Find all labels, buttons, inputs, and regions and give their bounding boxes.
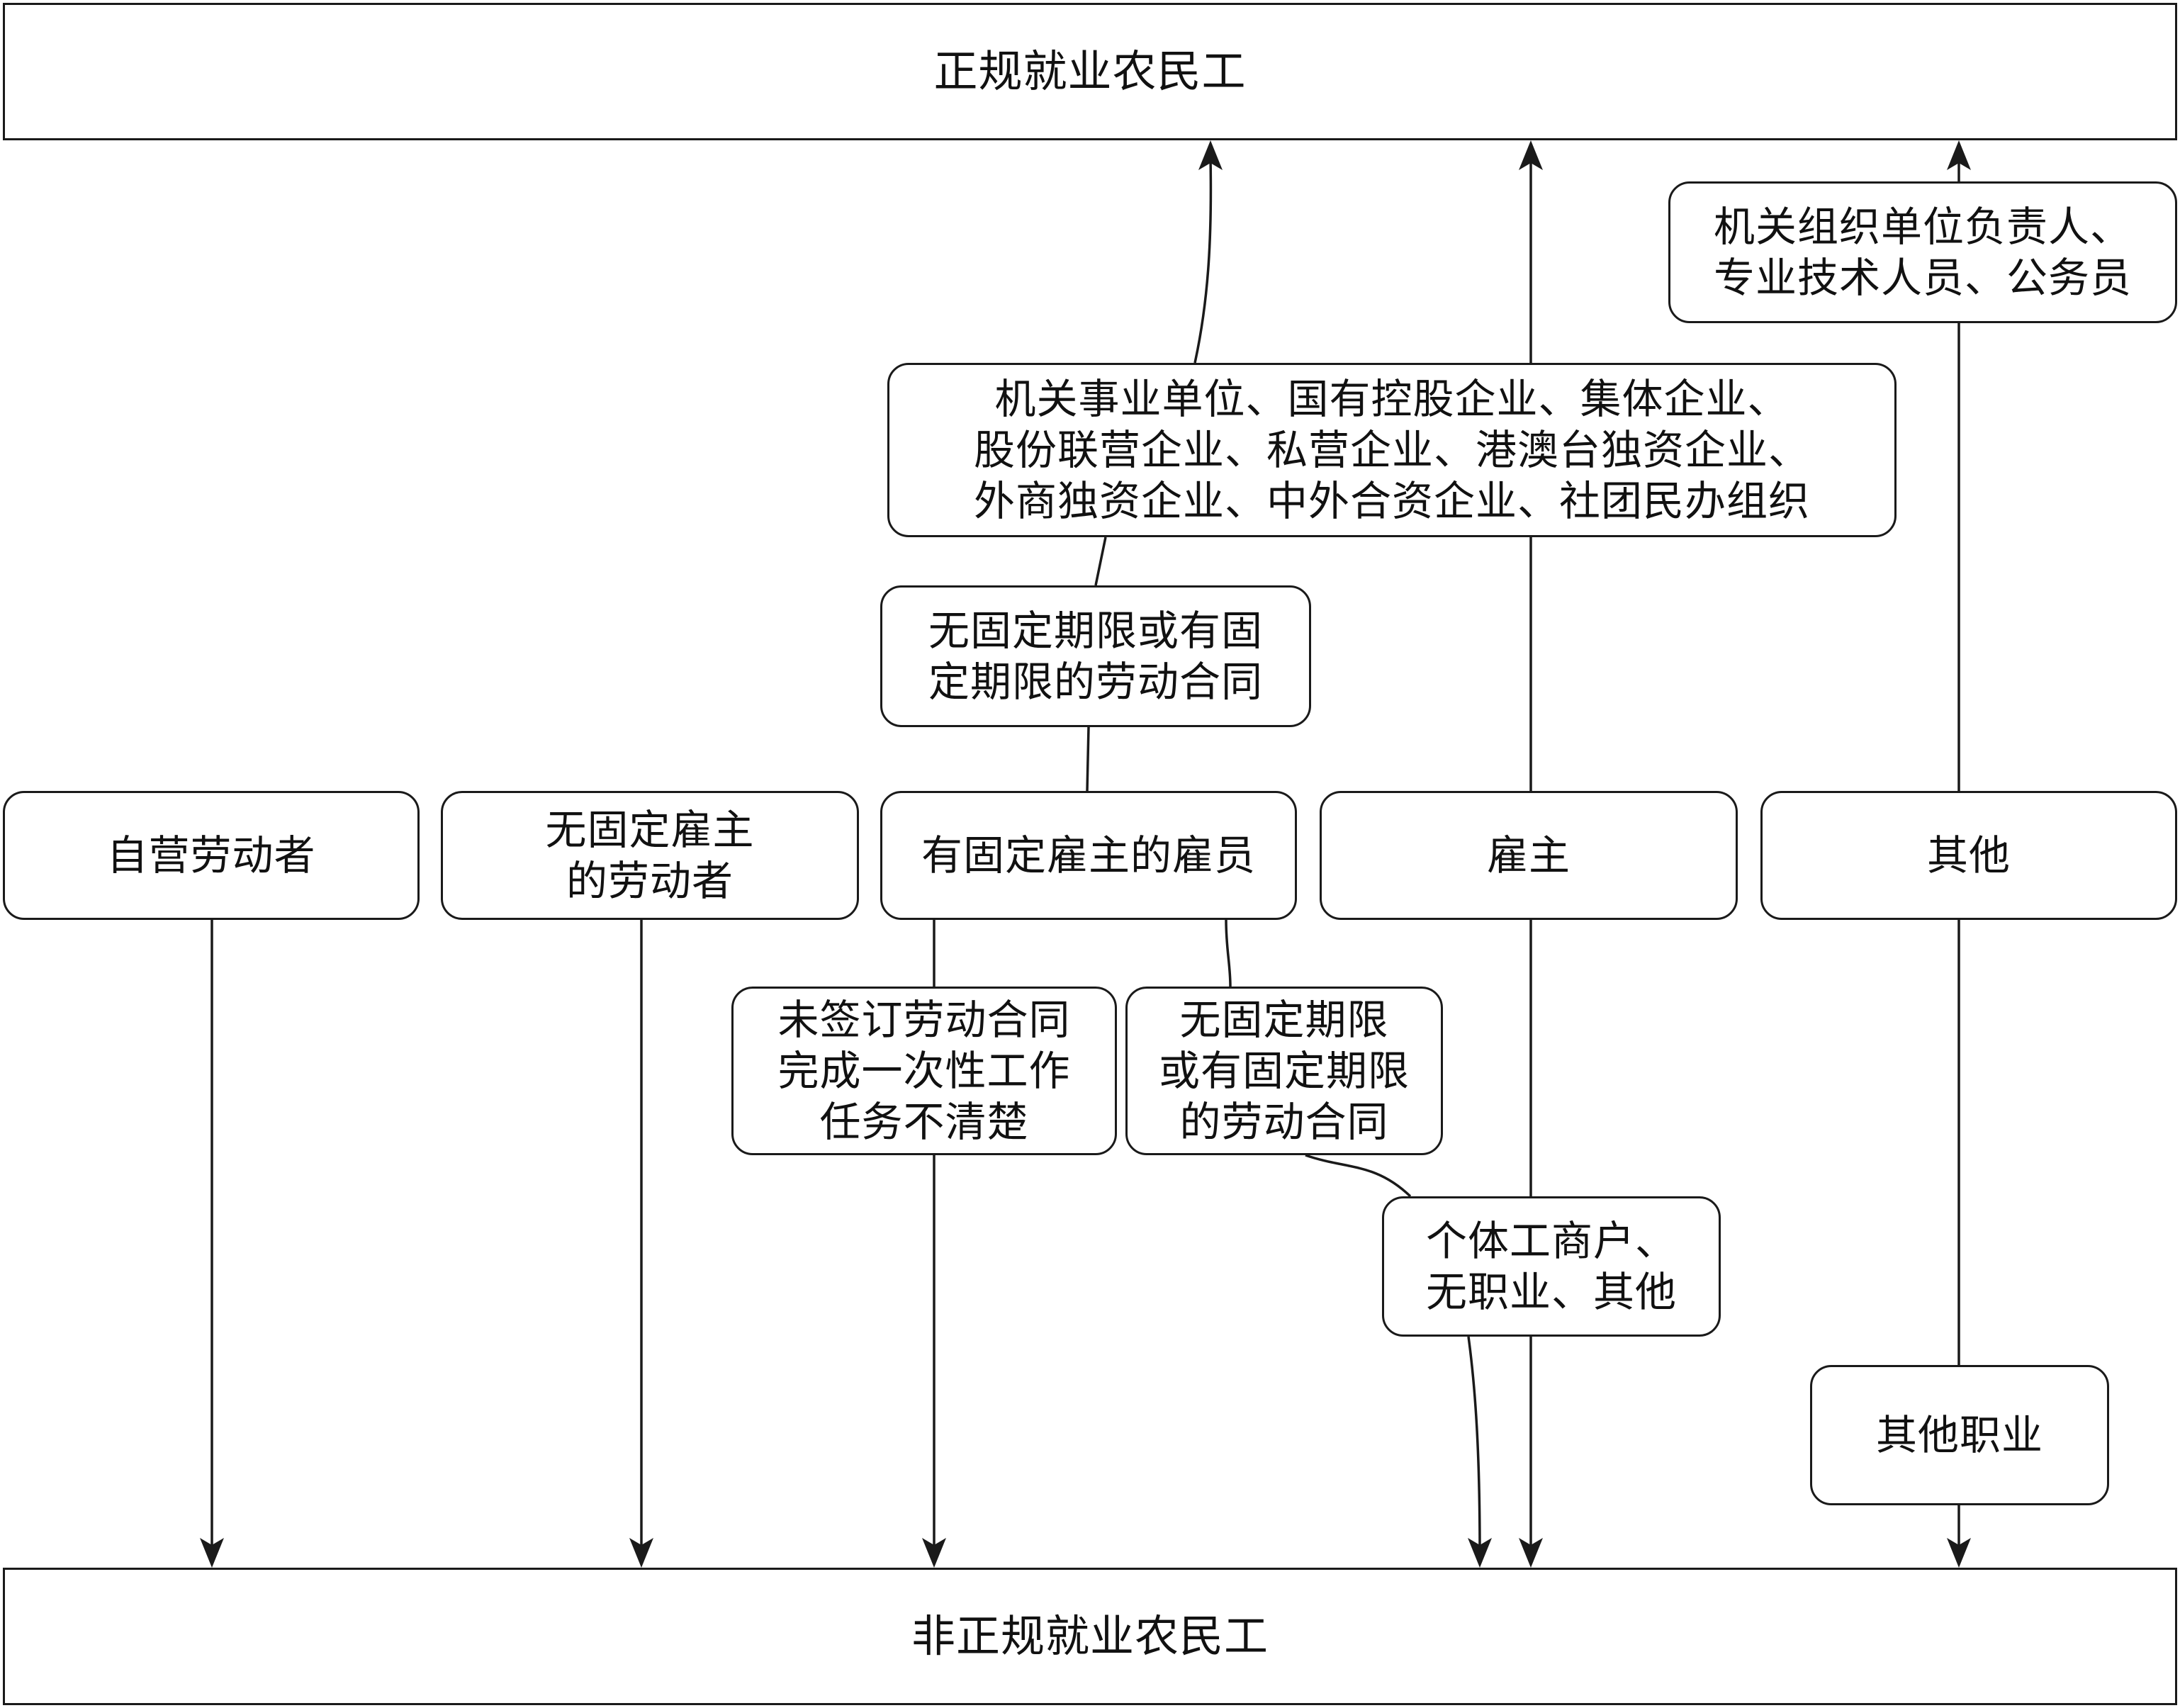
arrowhead-down-2 [629, 1538, 653, 1568]
condition-units: 机关事业单位、国有控股企业、集体企业、 股份联营企业、私营企业、港澳台独资企业、… [887, 363, 1897, 537]
condition-officials: 机关组织单位负责人、 专业技术人员、公务员 [1668, 181, 2177, 323]
condition-contract-upper-line-1: 无固定期限或有固 [928, 607, 1263, 655]
condition-contract-upper-line-2: 定期限的劳动合同 [928, 658, 1263, 706]
arrowhead-up-1 [1198, 140, 1223, 170]
condition-contract-upper: 无固定期限或有固 定期限的劳动合同 [880, 585, 1311, 727]
condition-units-line-1: 机关事业单位、国有控股企业、集体企业、 [994, 375, 1789, 423]
curve-contract-to-business [1305, 1154, 1412, 1198]
arrowhead-down-1 [200, 1538, 224, 1568]
condition-self-business-line-2: 无职业、其他 [1425, 1268, 1677, 1316]
category-fixed-employer-employee-label: 有固定雇主的雇员 [921, 831, 1256, 880]
condition-no-contract-line-3: 任务不清楚 [819, 1098, 1029, 1146]
condition-contract-lower-line-2: 或有固定期限 [1158, 1047, 1410, 1095]
condition-contract-lower-line-1: 无固定期限 [1179, 996, 1389, 1044]
category-employer-label: 雇主 [1486, 831, 1571, 880]
informal-employment-label: 非正规就业农民工 [911, 1610, 1269, 1662]
line-contract-to-units [1094, 536, 1107, 586]
condition-units-line-3: 外商独资企业、中外合资企业、社团民办组织 [973, 477, 1810, 525]
condition-officials-line-2: 专业技术人员、公务员 [1713, 254, 2132, 302]
arrowhead-down-5 [1519, 1538, 1543, 1568]
line-employee-to-contract-lower [1225, 919, 1232, 987]
category-self-employed-label: 自营劳动者 [106, 831, 316, 880]
arrow-business-down [1467, 1336, 1481, 1553]
category-no-fixed-employer-line-2: 的劳动者 [566, 857, 734, 905]
condition-other-occupation-label: 其他职业 [1875, 1411, 2043, 1459]
category-other-label: 其他 [1926, 831, 2011, 880]
condition-other-occupation: 其他职业 [1810, 1365, 2109, 1505]
arrowhead-up-3 [1947, 140, 1971, 170]
formal-employment-label: 正规就业农民工 [933, 45, 1247, 97]
condition-no-contract-line-1: 未签订劳动合同 [777, 996, 1071, 1044]
line-employee-to-contract-upper [1086, 726, 1090, 792]
condition-no-contract-line-2: 完成一次性工作 [777, 1047, 1071, 1095]
condition-contract-lower-line-3: 的劳动合同 [1179, 1098, 1389, 1146]
arrowhead-up-2 [1519, 140, 1543, 170]
condition-contract-lower: 无固定期限 或有固定期限 的劳动合同 [1125, 987, 1443, 1155]
formal-employment-box: 正规就业农民工 [3, 3, 2177, 140]
arrow-units-up [1193, 157, 1213, 364]
category-no-fixed-employer-line-1: 无固定雇主 [545, 806, 755, 854]
category-self-employed: 自营劳动者 [3, 791, 420, 920]
informal-employment-box: 非正规就业农民工 [3, 1568, 2177, 1705]
arrowhead-down-4 [1468, 1538, 1492, 1568]
category-no-fixed-employer: 无固定雇主 的劳动者 [441, 791, 859, 920]
condition-self-business-line-1: 个体工商户、 [1425, 1217, 1677, 1265]
category-fixed-employer-employee: 有固定雇主的雇员 [880, 791, 1297, 920]
category-other: 其他 [1760, 791, 2177, 920]
condition-units-line-2: 股份联营企业、私营企业、港澳台独资企业、 [973, 426, 1810, 474]
arrowhead-down-6 [1947, 1538, 1971, 1568]
condition-officials-line-1: 机关组织单位负责人、 [1713, 203, 2132, 251]
arrowhead-down-3 [922, 1538, 946, 1568]
category-employer: 雇主 [1320, 791, 1738, 920]
condition-no-contract: 未签订劳动合同 完成一次性工作 任务不清楚 [731, 987, 1117, 1155]
condition-self-business: 个体工商户、 无职业、其他 [1382, 1196, 1721, 1337]
